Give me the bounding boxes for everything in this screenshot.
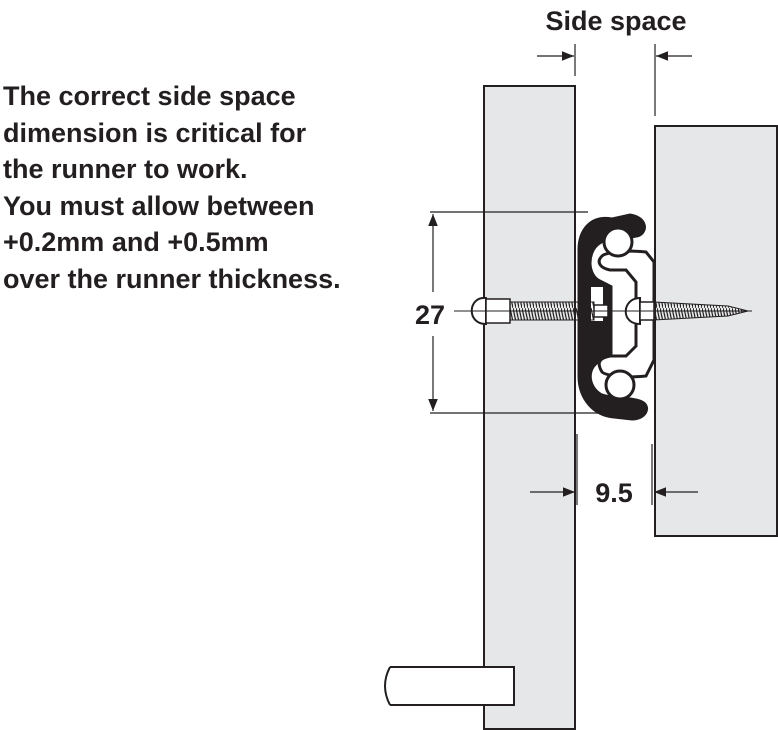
base-board [384, 666, 515, 706]
thickness-label: 9.5 [595, 478, 633, 508]
height-label: 27 [415, 300, 445, 330]
bearing-ball [604, 369, 636, 401]
instruction-line: the runner to work. [3, 154, 248, 184]
instruction-line: over the runner thickness. [3, 263, 341, 294]
instruction-line: The correct side space [3, 81, 296, 111]
side-space-label: Side space [545, 6, 686, 36]
cabinet-side-panel [483, 85, 576, 730]
instructions-text: The correct side space dimension is crit… [3, 78, 403, 297]
instruction-line: dimension is critical for [3, 117, 307, 148]
drawer-side-panel [654, 125, 778, 537]
side-space-dimension: Side space [537, 6, 692, 116]
height-dimension: 27 [415, 211, 600, 414]
instruction-line: You must allow between [3, 190, 315, 221]
bearing-ball [602, 226, 634, 258]
thickness-dimension: 9.5 [530, 434, 698, 508]
instruction-line: +0.2mm and +0.5mm [3, 227, 269, 257]
